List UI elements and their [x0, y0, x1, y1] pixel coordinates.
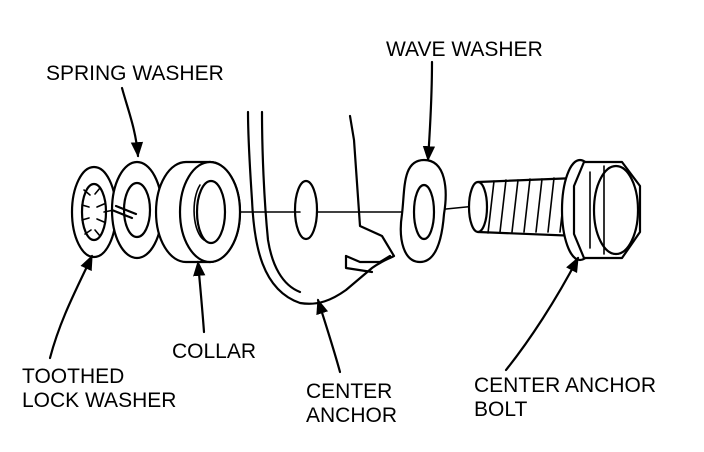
center-anchor-bolt-label-line1: CENTER ANCHOR	[474, 374, 656, 397]
wave-washer-leader	[422, 60, 436, 162]
spring-washer-leader	[120, 86, 144, 158]
center-anchor-label-line2: ANCHOR	[306, 404, 397, 427]
center-anchor-bolt-part	[467, 158, 642, 262]
collar-label: COLLAR	[172, 340, 256, 363]
wave-washer-label: WAVE WASHER	[386, 38, 543, 61]
toothed-lock-washer-label-line1: TOOTHED	[22, 365, 124, 388]
wave-washer-part	[399, 158, 447, 264]
collar-leader	[193, 260, 206, 334]
center-anchor-part	[246, 110, 396, 305]
spring-washer-part	[110, 160, 164, 260]
collar-part	[154, 160, 242, 264]
center-anchor-bolt-label-line2: BOLT	[474, 398, 527, 421]
center-anchor-bolt-leader	[504, 256, 580, 372]
toothed-lock-washer-leader	[48, 254, 94, 360]
spring-washer-label: SPRING WASHER	[46, 62, 224, 85]
leader-lines	[48, 60, 580, 374]
center-anchor-label-line1: CENTER	[306, 380, 392, 403]
toothed-lock-washer-label-line2: LOCK WASHER	[22, 389, 176, 412]
center-anchor-leader	[316, 298, 342, 374]
